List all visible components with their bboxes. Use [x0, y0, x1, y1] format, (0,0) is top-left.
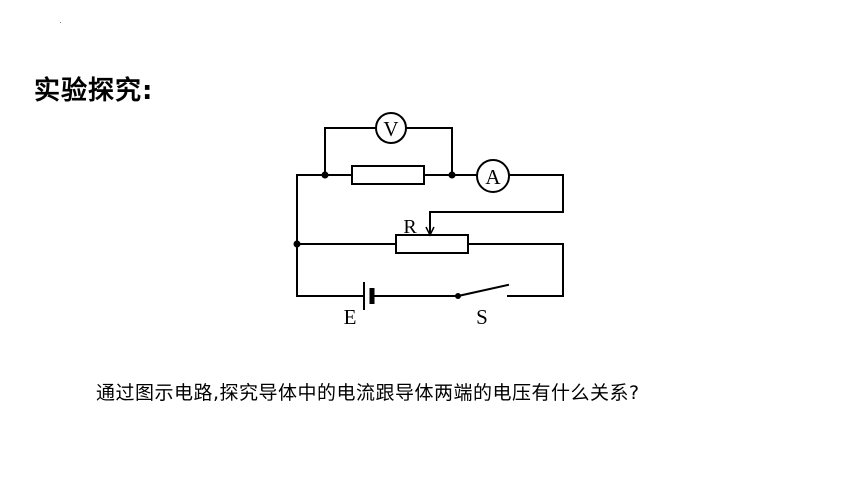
fixed-resistor [351, 165, 425, 185]
ammeter-circle [476, 159, 510, 193]
ammeter-label: A [485, 165, 501, 189]
junction-dot [448, 171, 456, 179]
wire-rheostat-right [467, 243, 564, 297]
slide-title: 实验探究: [34, 76, 154, 106]
question-text: 通过图示电路,探究导体中的电流跟导体两端的电压有什么关系? [96, 382, 640, 404]
wire-voltmeter-right [405, 127, 453, 176]
wire-voltmeter-left [324, 127, 377, 176]
switch-lever [456, 283, 510, 298]
voltmeter-label: V [383, 117, 398, 141]
rheostat-label: R [403, 216, 417, 238]
junction-dot [293, 240, 301, 248]
voltmeter-circle [375, 112, 407, 144]
corner-speck [60, 22, 61, 23]
wire-top-left [296, 174, 353, 297]
switch-pivot-dot [455, 293, 461, 299]
junction-dot [321, 171, 329, 179]
battery-label: E [344, 305, 357, 329]
switch-label: S [476, 305, 488, 329]
rheostat-slider-arrow [425, 226, 435, 237]
wire-top-right [429, 174, 564, 233]
